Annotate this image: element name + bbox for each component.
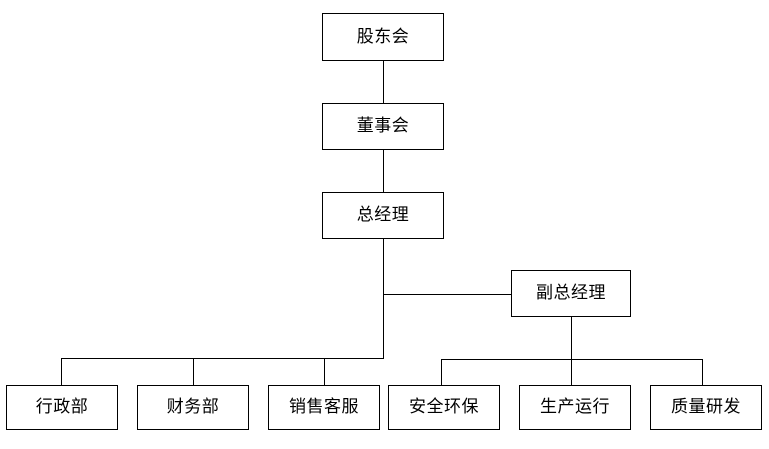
node-production-operations[interactable]: 生产运行: [519, 385, 631, 430]
node-administration[interactable]: 行政部: [6, 385, 118, 430]
node-sales-service-label: 销售客服: [289, 397, 359, 417]
node-sales-service[interactable]: 销售客服: [268, 385, 380, 430]
connector-drop-sales-service: [323, 357, 325, 386]
connector-drop-safety-environment: [440, 358, 442, 386]
node-board-label: 董事会: [356, 116, 410, 136]
node-general-manager[interactable]: 总经理: [322, 192, 444, 239]
connector-board-to-general-manager: [382, 149, 384, 192]
connector-drop-administration: [61, 357, 63, 386]
node-production-operations-label: 生产运行: [540, 397, 610, 417]
connector-left-bus: [61, 357, 384, 359]
connector-drop-finance: [192, 357, 194, 386]
node-shareholders[interactable]: 股东会: [322, 13, 444, 61]
node-safety-environment-label: 安全环保: [409, 397, 479, 417]
node-shareholders-label: 股东会: [356, 26, 410, 47]
node-general-manager-label: 总经理: [356, 205, 410, 225]
node-safety-environment[interactable]: 安全环保: [388, 385, 500, 430]
connector-drop-production-operations: [570, 358, 572, 386]
node-administration-label: 行政部: [35, 397, 89, 417]
node-quality-rd-label: 质量研发: [671, 397, 741, 417]
node-deputy-general-manager-label: 副总经理: [536, 283, 606, 303]
connector-deputy-spine: [570, 317, 572, 359]
node-board[interactable]: 董事会: [322, 103, 444, 150]
node-finance-label: 财务部: [166, 397, 220, 417]
connector-general-manager-spine: [382, 239, 384, 359]
connector-general-manager-to-deputy: [382, 293, 512, 295]
connector-shareholders-to-board: [382, 61, 384, 103]
connector-drop-quality-rd: [701, 358, 703, 386]
node-deputy-general-manager[interactable]: 副总经理: [511, 270, 631, 317]
node-quality-rd[interactable]: 质量研发: [650, 385, 762, 430]
node-finance[interactable]: 财务部: [137, 385, 249, 430]
